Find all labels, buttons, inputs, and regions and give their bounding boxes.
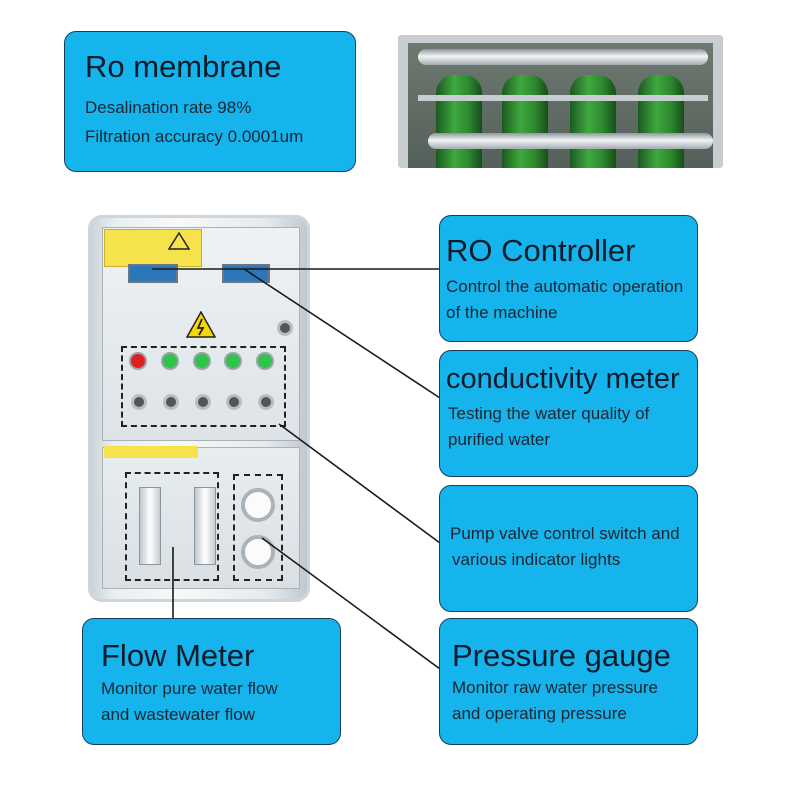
callout-line: Monitor pure water flow [101, 679, 278, 698]
callout-line: of the machine [446, 303, 558, 322]
callout-line: purified water [448, 430, 551, 449]
door-lock[interactable] [280, 323, 290, 333]
callout-title: Pressure gauge [452, 638, 671, 673]
callout-title: conductivity meter [446, 363, 680, 395]
selector-switch[interactable] [229, 397, 239, 407]
callout-title: RO Controller [446, 233, 636, 268]
pressure-gauge-dial [241, 535, 275, 569]
caution-icon [168, 231, 190, 250]
pressure-gauge-box [233, 474, 283, 581]
callout-title: Ro membrane [85, 49, 282, 84]
conductivity-meter-callout: conductivity meter Testing the water qua… [439, 350, 698, 477]
callout-line: and operating pressure [452, 704, 627, 723]
flow-meter-box [125, 472, 219, 581]
ro-membrane-photo [398, 35, 723, 168]
callout-line: Monitor raw water pressure [452, 678, 658, 697]
high-voltage-icon [186, 311, 216, 338]
flow-meter-tube [194, 487, 216, 565]
callout-line: Control the automatic operation [446, 277, 684, 296]
indicator-lamp-green [258, 354, 272, 368]
callout-line: Filtration accuracy 0.0001um [85, 127, 304, 146]
switch-panel-box [121, 346, 286, 427]
selector-switch[interactable] [134, 397, 144, 407]
selector-switch[interactable] [198, 397, 208, 407]
callout-line: various indicator lights [452, 550, 621, 569]
indicator-lamp-green [226, 354, 240, 368]
callout-line: Testing the water quality of [448, 404, 650, 423]
flow-meter-callout: Flow Meter Monitor pure water flow and w… [82, 618, 341, 745]
callout-line: and wastewater flow [101, 705, 256, 724]
callout-line: Desalination rate 98% [85, 98, 252, 117]
indicator-lamp-green [163, 354, 177, 368]
flow-meter-tube [139, 487, 161, 565]
pressure-gauge-dial [241, 488, 275, 522]
selector-switch[interactable] [261, 397, 271, 407]
indicator-lamp-red [131, 354, 145, 368]
ro-membrane-callout: Ro membrane Desalination rate 98% Filtra… [64, 31, 356, 172]
callout-line: Pump valve control switch and [450, 524, 680, 543]
pump-valve-callout: Pump valve control switch and various in… [439, 485, 698, 612]
selector-switch[interactable] [166, 397, 176, 407]
indicator-lamp-green [195, 354, 209, 368]
warning-label-lower [104, 446, 198, 458]
ro-controller-callout: RO Controller Control the automatic oper… [439, 215, 698, 342]
pressure-gauge-callout: Pressure gauge Monitor raw water pressur… [439, 618, 698, 745]
callout-title: Flow Meter [101, 638, 255, 673]
